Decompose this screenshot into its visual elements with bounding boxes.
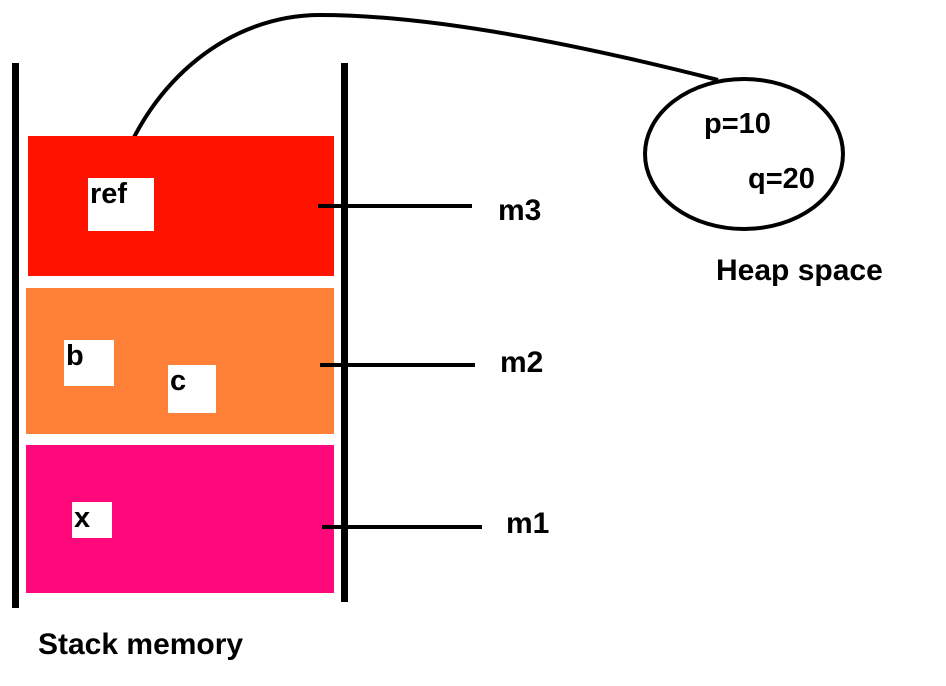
stack-left-wall [12,63,19,608]
stack-caption: Stack memory [38,628,244,661]
heap-field-p: p=10 [704,108,771,140]
m2-connector [320,363,475,367]
stack-frame-m3 [28,136,334,276]
variable-x: x [72,502,112,538]
heap-object [643,77,845,231]
variable-b: b [64,340,114,386]
frame-label-m1: m1 [506,507,550,540]
frame-label-m3: m3 [498,194,542,227]
variable-ref: ref [88,178,154,231]
frame-label-m2: m2 [500,346,544,379]
variable-c: c [168,365,216,413]
reference-arrow [116,12,719,176]
m1-connector [322,525,482,529]
m3-connector [318,204,472,208]
stack-right-wall [341,63,348,602]
heap-field-q: q=20 [748,163,815,195]
heap-caption: Heap space [716,254,883,287]
